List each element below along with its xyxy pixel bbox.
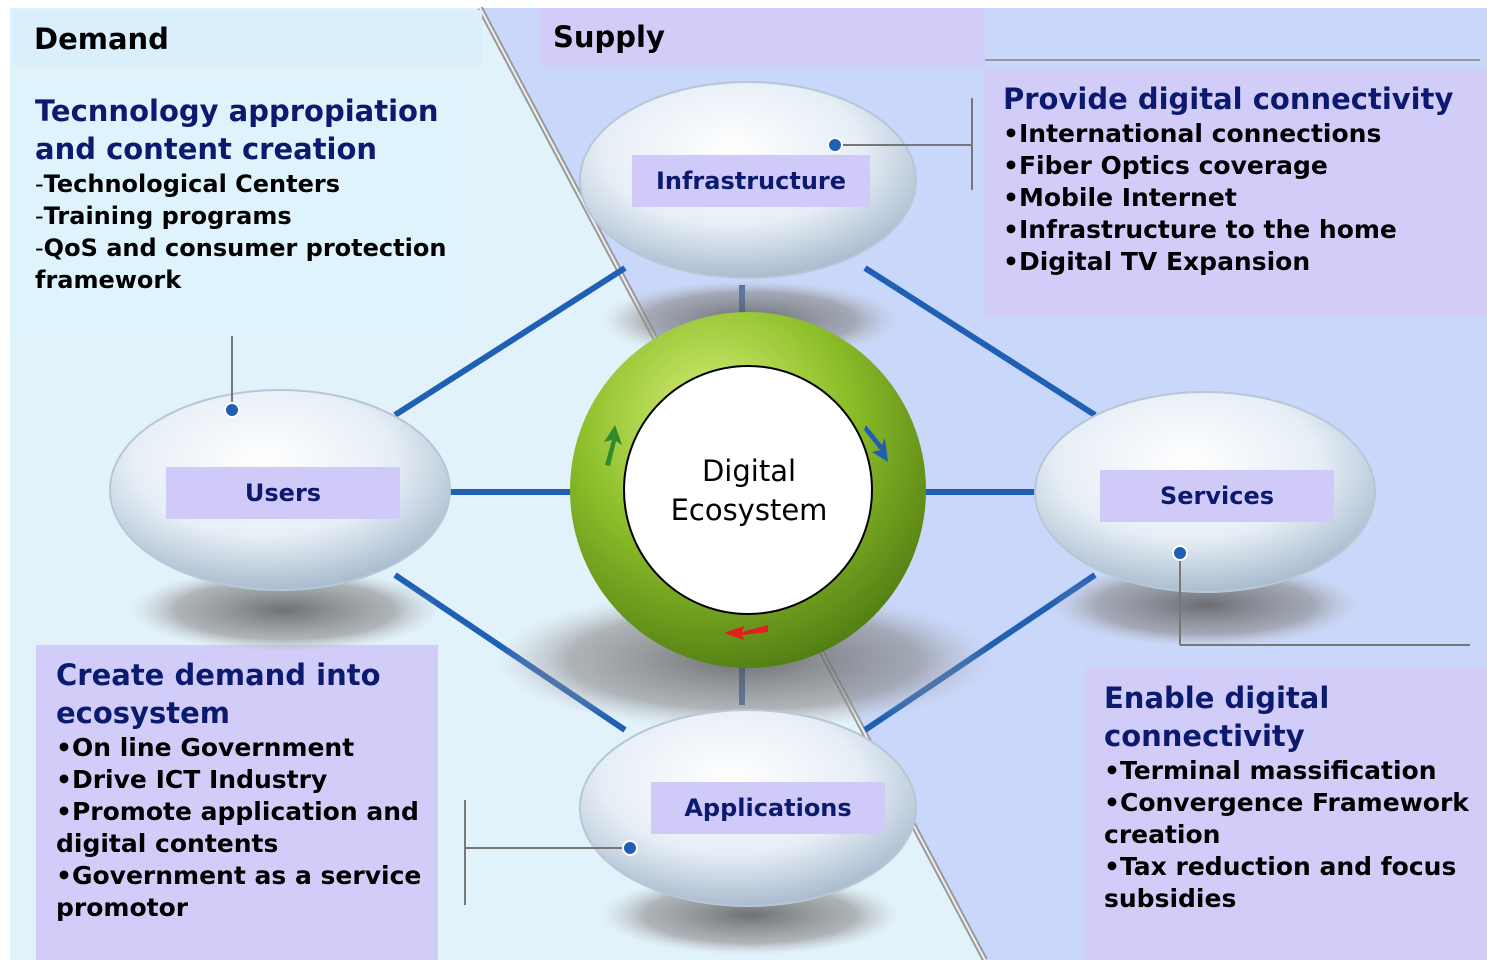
top-left-heading-1: Tecnnology appropiation: [35, 94, 439, 128]
list-item: •Digital TV Expansion: [1003, 247, 1311, 276]
callout-dots: [224, 137, 1188, 856]
top-left-text: Tecnnology appropiation and content crea…: [35, 92, 465, 296]
demand-header-bg: [12, 10, 482, 66]
item-label: Training programs: [43, 202, 292, 230]
bottom-left-box: [36, 645, 438, 960]
top-left-box: [12, 78, 467, 333]
cycle-arrow-green: [604, 425, 622, 466]
list-item: •Terminal massification: [1104, 756, 1437, 785]
services-label: Services: [1100, 470, 1334, 522]
list-item: subsidies: [1104, 884, 1237, 913]
bottom-left-heading-1: Create demand into: [56, 658, 381, 692]
bottom-right-box: [1085, 668, 1487, 960]
list-item: •Convergence Framework: [1104, 788, 1469, 817]
demand-title: Demand: [34, 22, 169, 56]
list-item: promotor: [56, 893, 189, 922]
users-shadow: [130, 568, 440, 652]
supply-header-bg: [540, 8, 985, 66]
center-line-1: Digital: [701, 454, 797, 488]
list-item: •Tax reduction and focus: [1104, 852, 1457, 881]
list-item: digital contents: [56, 829, 279, 858]
bottom-right-heading-2: connectivity: [1104, 719, 1305, 753]
bottom-left-text: Create demand into ecosystem •On line Go…: [56, 656, 436, 924]
callout-lines: [231, 98, 1470, 905]
top-left-item-4: framework: [35, 266, 182, 294]
list-item: creation: [1104, 820, 1221, 849]
bottom-left-heading-2: ecosystem: [56, 696, 230, 730]
dash: -: [35, 234, 44, 262]
top-left-item-1: -Technological Centers: [35, 168, 465, 200]
list-item: •International connections: [1003, 119, 1382, 148]
list-item: •Fiber Optics coverage: [1003, 151, 1328, 180]
top-right-list: •International connections •Fiber Optics…: [1003, 118, 1483, 278]
list-item: •Drive ICT Industry: [56, 765, 328, 794]
infrastructure-label: Infrastructure: [632, 155, 870, 207]
top-left-heading-2: and content creation: [35, 132, 378, 166]
list-item: •On line Government: [56, 733, 355, 762]
list-item: •Infrastructure to the home: [1003, 215, 1397, 244]
dash: -: [35, 170, 44, 198]
item-label: QoS and consumer protection: [43, 234, 447, 262]
bottom-right-list: •Terminal massification •Convergence Fra…: [1104, 755, 1484, 915]
list-item: •Promote application and: [56, 797, 419, 826]
list-item: •Government as a service: [56, 861, 422, 890]
bottom-right-text: Enable digital connectivity •Terminal ma…: [1104, 679, 1484, 915]
bottom-left-list: •On line Government •Drive ICT Industry …: [56, 732, 436, 924]
top-right-text: Provide digital connectivity •Internatio…: [1003, 80, 1483, 278]
top-right-box: [985, 70, 1487, 315]
top-right-heading: Provide digital connectivity: [1003, 82, 1454, 116]
users-label: Users: [166, 467, 400, 519]
cycle-arrow-blue: [864, 425, 888, 462]
dash: -: [35, 202, 44, 230]
top-left-item-2: -Training programs: [35, 200, 465, 232]
item-label: Technological Centers: [43, 170, 340, 198]
list-item: •Mobile Internet: [1003, 183, 1237, 212]
top-left-item-3: -QoS and consumer protection: [35, 232, 465, 264]
center-line-2: Ecosystem: [670, 493, 828, 527]
center-title: Digital Ecosystem: [628, 452, 870, 530]
supply-title: Supply: [553, 20, 665, 54]
cycle-arrow-red: [724, 625, 768, 640]
bottom-right-heading-1: Enable digital: [1104, 681, 1330, 715]
services-shadow: [1050, 563, 1360, 647]
applications-label: Applications: [651, 782, 885, 834]
